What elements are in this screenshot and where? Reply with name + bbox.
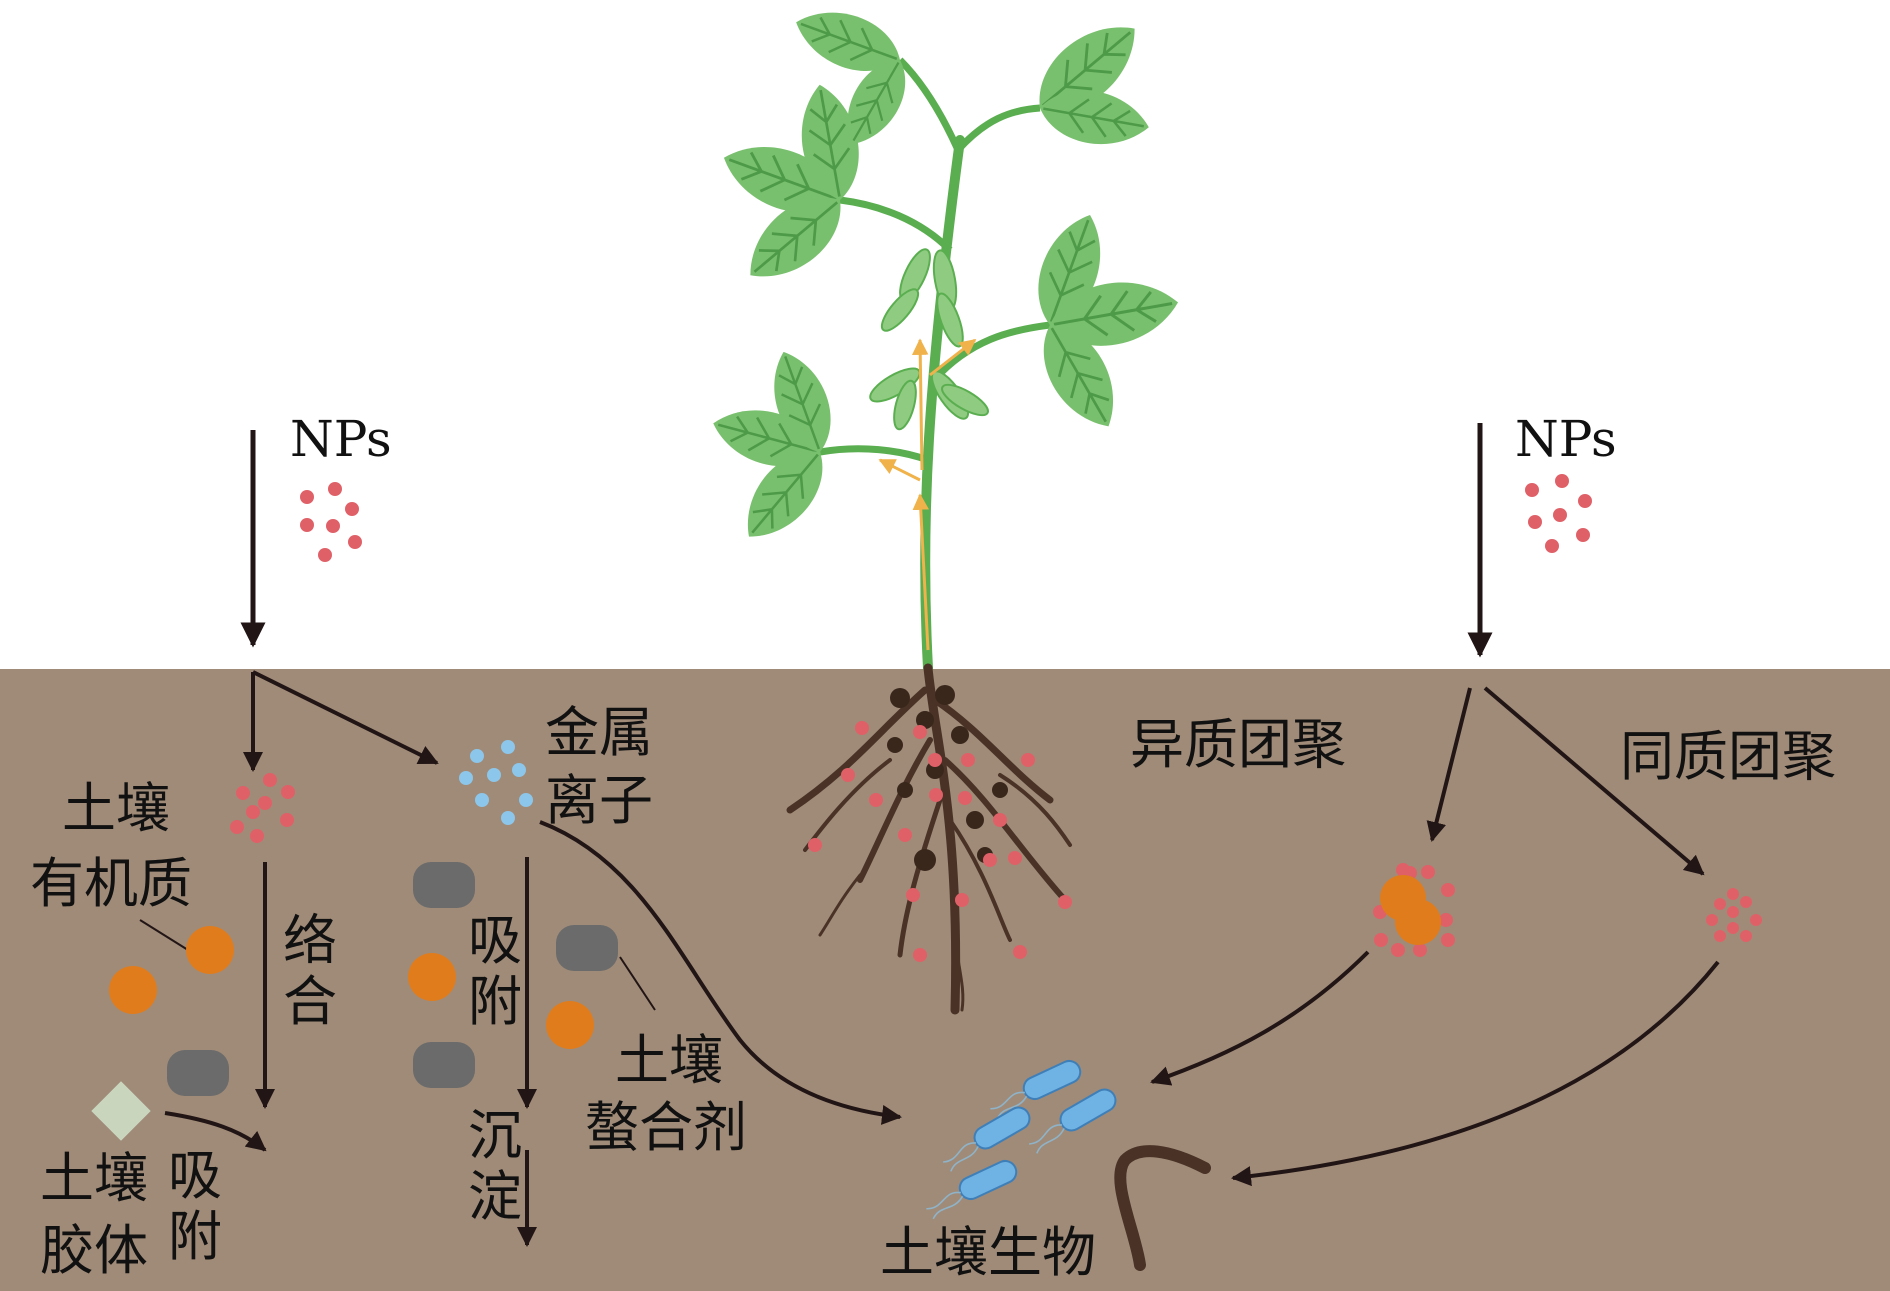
- colloid-adsorption-label: 吸附: [168, 1144, 222, 1269]
- organic-matter-pointer: [139, 919, 189, 951]
- nps-label-left: NPs: [290, 410, 392, 468]
- nps-label-right: NPs: [1515, 410, 1617, 468]
- plant: [705, 0, 1185, 673]
- metal-ion-label-line2: 离子: [545, 769, 653, 832]
- earthworm: [1114, 1145, 1211, 1271]
- homo-aggregation-label: 同质团聚: [1620, 725, 1836, 788]
- soil-chelator-label-line2: 螯合剂: [585, 1096, 747, 1159]
- arrow-homo-to-organisms: [1231, 960, 1720, 1187]
- transport-arrow: [929, 338, 977, 377]
- np-cluster-left: [300, 482, 362, 562]
- transport-arrow: [911, 338, 929, 471]
- soil-chelator-label-line1: 土壤: [615, 1029, 723, 1092]
- soil-colloid-label-line2: 胶体: [40, 1219, 148, 1282]
- soil-organic-matter-label-line1: 土壤: [62, 777, 170, 840]
- root-nodules: [887, 685, 1008, 871]
- metal-ion-label-line1: 金属: [545, 701, 653, 764]
- arrow-hetero-to-organisms: [1150, 950, 1370, 1086]
- soil-organic-matter-particles: [109, 926, 594, 1049]
- soil-organisms-label: 土壤生物: [880, 1221, 1096, 1284]
- process-arrows: [139, 423, 1720, 1247]
- soil-colloid-label-line1: 土壤: [40, 1147, 148, 1210]
- arrow-branch-metal-ions: [252, 670, 439, 765]
- transport-arrow: [912, 493, 930, 651]
- np-cluster-right: [1525, 474, 1592, 553]
- arrow-hetero-aggregation: [1426, 687, 1472, 842]
- soil-chelator-blocks: [167, 862, 618, 1096]
- transport-arrow: [878, 458, 921, 482]
- soil-organic-matter-label-line2: 有机质: [30, 852, 192, 915]
- arrow-homo-aggregation: [1483, 686, 1705, 876]
- plant-roots: [786, 663, 1072, 1015]
- adsorption-label: 吸附: [468, 909, 522, 1034]
- soil-colloid-particle: [91, 1081, 151, 1141]
- arrow-ions-to-organisms: [539, 820, 902, 1125]
- arrow-colloid-adsorption: [164, 1111, 267, 1152]
- precipitation-label: 沉淀: [468, 1104, 522, 1229]
- chelator-pointer: [619, 956, 656, 1011]
- np-cluster-soil-left: [230, 773, 295, 843]
- hetero-aggregate: [1373, 863, 1455, 957]
- root-nanoparticles: [808, 721, 1072, 962]
- homo-aggregate: [1706, 888, 1762, 942]
- hetero-aggregation-label: 异质团聚: [1130, 713, 1346, 776]
- metal-ion-cluster: [459, 740, 533, 825]
- complexation-label: 络合: [283, 909, 337, 1034]
